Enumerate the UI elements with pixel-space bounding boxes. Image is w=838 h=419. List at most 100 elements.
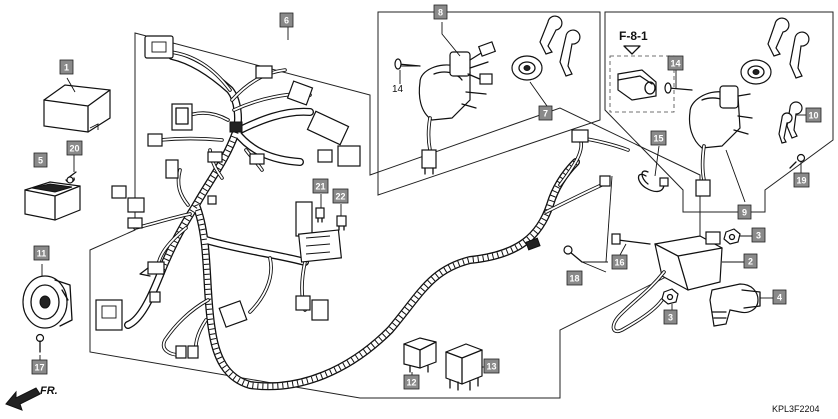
- reference-title: F-8-1: [619, 29, 648, 43]
- callout-number: 12: [406, 378, 416, 388]
- leader-9: [725, 149, 746, 203]
- ignition-switch-frame: [377, 11, 601, 196]
- reference-f81-frame: [609, 55, 675, 113]
- callout-box: [538, 105, 553, 121]
- leader-18-up: [605, 175, 613, 263]
- callout-box: [312, 178, 329, 194]
- callout-box: [611, 254, 628, 270]
- callout-box: [793, 172, 810, 188]
- callout-part-p15: 15: [650, 130, 667, 146]
- callout-box: [483, 358, 500, 374]
- main-wire-harness-drawing: [95, 35, 630, 391]
- bolt-17-drawing: [35, 333, 45, 353]
- callout-number: 14: [670, 59, 680, 69]
- relay-13-drawing: [445, 343, 483, 391]
- callout-number: 15: [653, 134, 663, 144]
- seat-lock-frame: [604, 11, 834, 213]
- callout-part-p3a: 3: [751, 227, 766, 243]
- callout-number: 4: [777, 293, 782, 303]
- resistor-block-drawing: [24, 181, 81, 221]
- callout-box: [805, 107, 822, 123]
- horn-drawing: [22, 275, 73, 329]
- reference-f81-lock-drawing: [617, 45, 657, 101]
- callout-part-p17: 17: [31, 359, 48, 375]
- relay-12-drawing: [403, 337, 437, 373]
- nut-3b-drawing: [661, 288, 679, 305]
- callout-box: [433, 4, 448, 20]
- callout-box: [737, 204, 752, 220]
- callout-part-p19: 19: [793, 172, 810, 188]
- callout-part-p22: 22: [332, 188, 349, 204]
- callout-number: 13: [486, 362, 496, 372]
- callout-box: [33, 152, 48, 168]
- callout-box: [667, 55, 684, 71]
- callout-part-p10: 10: [805, 107, 822, 123]
- callout-part-p13: 13: [483, 358, 500, 374]
- callout-number: 3: [668, 313, 673, 323]
- front-label: FR.: [40, 385, 58, 397]
- callout-part-p8: 8: [433, 4, 448, 20]
- band-15-drawing: [637, 170, 669, 193]
- screw-19-drawing: [789, 153, 806, 169]
- callout-number: 1: [64, 63, 69, 73]
- callout-box: [751, 227, 766, 243]
- control-unit-drawing: [43, 84, 111, 133]
- callout-box: [31, 359, 48, 375]
- callout-box: [566, 270, 583, 286]
- callout-box: [66, 140, 83, 156]
- diagram-code: KPL3F2204: [772, 404, 820, 414]
- callout-number: 18: [569, 274, 579, 284]
- callout-part-p1: 1: [59, 59, 74, 75]
- fuse-22-drawing: [336, 215, 347, 231]
- callout-number: 20: [69, 144, 79, 154]
- callout-number: 22: [335, 192, 345, 202]
- front-arrow: FR.: [5, 385, 58, 411]
- callout-part-p4: 4: [772, 289, 787, 305]
- key-10-drawing: [778, 101, 803, 144]
- leader-7: [529, 81, 548, 107]
- callout-box: [33, 245, 50, 261]
- ignition-coil-drawing: [611, 231, 723, 334]
- key-set-7-drawing: [511, 15, 581, 81]
- callout-number: 7: [543, 109, 548, 119]
- callout-part-p7: 7: [538, 105, 553, 121]
- callout-part-p18: 18: [566, 270, 583, 286]
- callout-number: 16: [614, 258, 624, 268]
- callout-part-p16: 16: [611, 254, 628, 270]
- leader-16: [619, 243, 627, 256]
- callout-part-p12: 12: [403, 374, 420, 390]
- callout-number: 19: [796, 176, 806, 186]
- callout-number: 17: [34, 363, 44, 373]
- spark-plug-cap-drawing: [709, 283, 761, 327]
- callout-part-p14: 14: [667, 55, 684, 71]
- callout-number: 21: [315, 182, 325, 192]
- callout-box: [743, 253, 758, 269]
- callout-number: 6: [284, 16, 289, 26]
- callout-number: 2: [748, 257, 753, 267]
- ignition-switch-drawing: [394, 41, 497, 175]
- callout-number: 3: [756, 231, 761, 241]
- bolt-16-drawing: [611, 233, 651, 245]
- callout-number: 5: [38, 156, 43, 166]
- callout-number: 9: [742, 208, 747, 218]
- callout-part-p5: 5: [33, 152, 48, 168]
- callout-part-p2: 2: [743, 253, 758, 269]
- nut-3a-drawing: [723, 228, 741, 245]
- callout-box: [332, 188, 349, 204]
- callout-part-p9: 9: [737, 204, 752, 220]
- callout-part-p20: 20: [66, 140, 83, 156]
- callout-box: [772, 289, 787, 305]
- leader-1: [66, 77, 76, 93]
- callout-part-p3b: 3: [663, 309, 678, 325]
- bolt-18-drawing: [563, 245, 583, 263]
- leader-8: [441, 22, 461, 57]
- callout-box: [403, 374, 420, 390]
- seat-lock-assy-drawing: [664, 17, 810, 197]
- callout-box: [279, 12, 294, 28]
- callout-box: [650, 130, 667, 146]
- leader-15: [654, 145, 660, 177]
- callout-number: 8: [438, 8, 443, 18]
- callout-number: 10: [808, 111, 818, 121]
